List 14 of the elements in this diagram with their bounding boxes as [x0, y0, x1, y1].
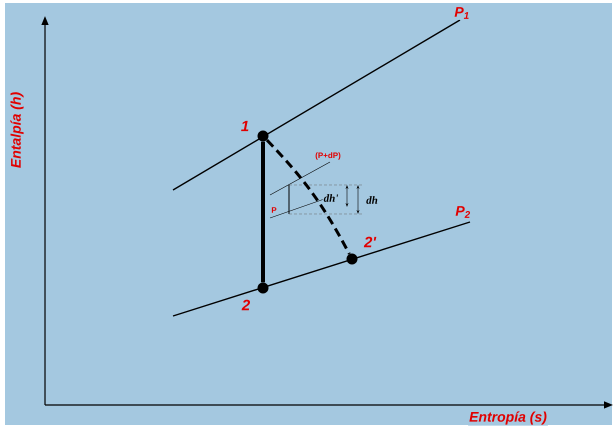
pressure-label: P$_{1}$ [453, 6, 471, 20]
differential-label: dh [365, 195, 379, 205]
point-label: 1 [241, 120, 248, 132]
process-line [261, 142, 265, 282]
point-label: 2' [364, 236, 376, 248]
point-label: 2 [242, 300, 250, 310]
differential-label: dh' [322, 193, 340, 203]
process-line [266, 139, 351, 255]
point-dot [258, 282, 268, 294]
axis-label: Entropía (s) [468, 410, 548, 426]
pressure-label: P$_{2}$ [454, 205, 472, 219]
point-dot [346, 253, 358, 264]
axis-label: Entalpía (h) [9, 90, 25, 170]
point-dot [258, 130, 268, 142]
